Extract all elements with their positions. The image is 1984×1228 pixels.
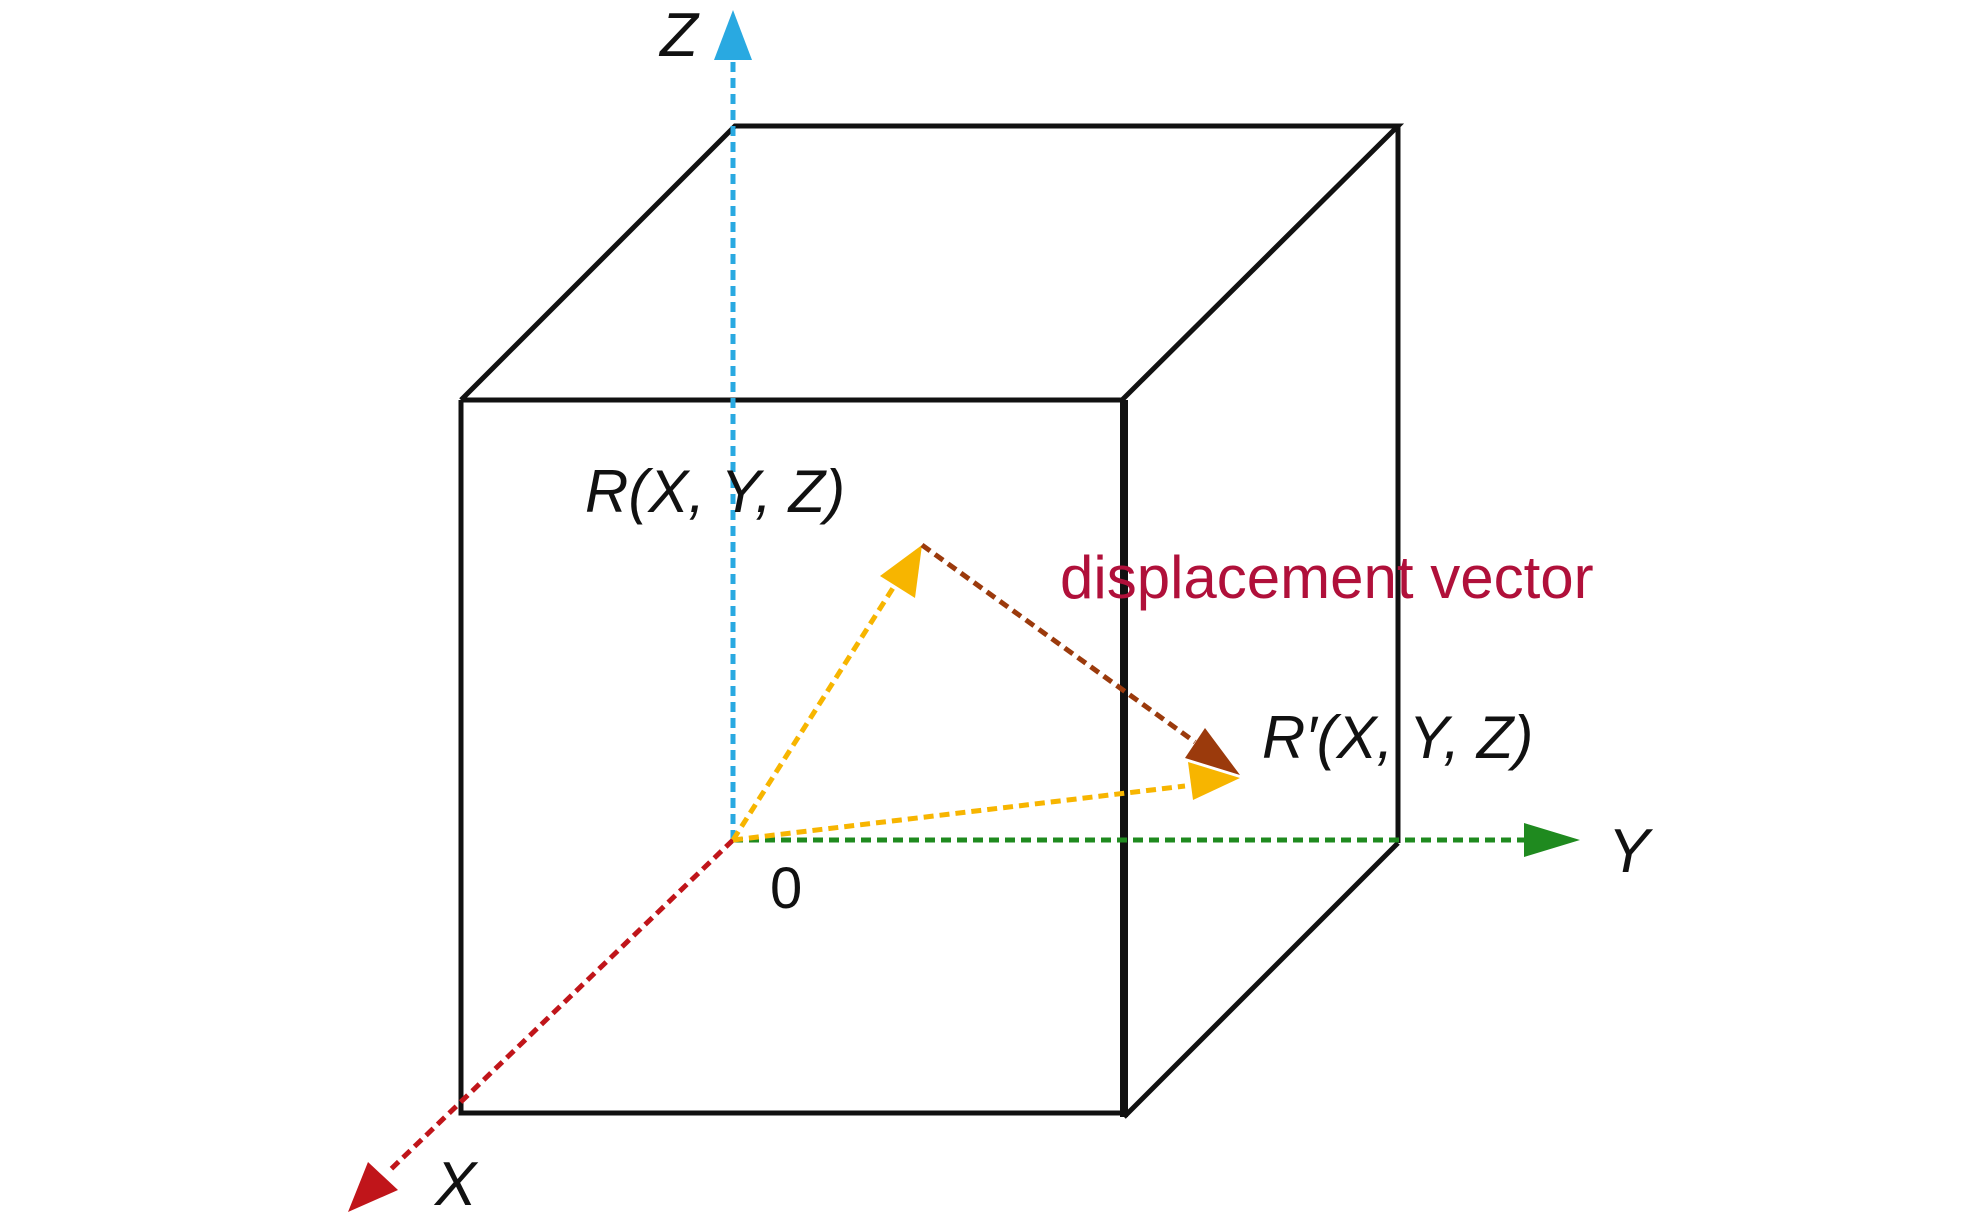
- point-r-label: R(X, Y, Z): [585, 458, 845, 525]
- x-axis-label: X: [433, 1150, 479, 1219]
- displacement-vector-label: displacement vector: [1060, 544, 1594, 611]
- z-axis-label: Z: [658, 1, 700, 70]
- position-vector-r-arrowhead: [880, 545, 922, 598]
- position-vector-r-prime-arrowhead: [1188, 762, 1240, 800]
- x-axis: [386, 838, 735, 1174]
- y-axis-label: Y: [1608, 817, 1654, 886]
- y-axis-arrowhead: [1524, 823, 1580, 857]
- origin-label: 0: [770, 856, 802, 921]
- cube: [458, 123, 1405, 1119]
- position-vector-r: [730, 586, 896, 842]
- displacement-vector: [920, 542, 1197, 745]
- displacement-vector-arrowhead: [1185, 728, 1240, 775]
- cube-top-face: [459, 123, 1405, 403]
- point-r-prime-label: R′(X, Y, Z): [1262, 704, 1533, 771]
- cube-front-face: [458, 400, 1124, 1116]
- x-axis-arrowhead: [348, 1162, 398, 1212]
- cube-bottom-right-diagonal: [1122, 841, 1400, 1119]
- position-vector-r-prime: [732, 783, 1186, 843]
- z-axis-arrowhead: [714, 10, 752, 60]
